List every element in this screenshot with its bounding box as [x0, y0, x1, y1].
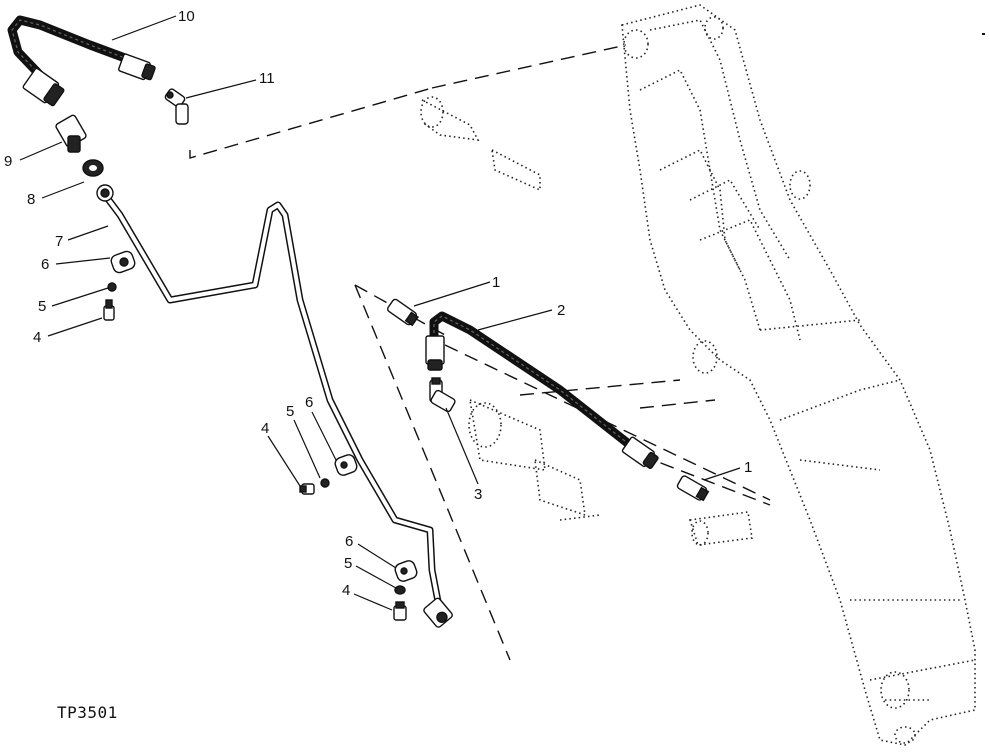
callout-11: 11	[259, 70, 275, 87]
adapter-fitting-9	[55, 114, 87, 153]
o-ring-8	[82, 159, 104, 177]
clamp-set-lower	[393, 560, 418, 621]
leader-lines	[19, 15, 741, 611]
callout-3: 3	[474, 486, 482, 503]
callout-7: 7	[55, 233, 63, 250]
steel-tube-7	[96, 184, 453, 628]
stray-mark	[982, 33, 985, 35]
callout-4-left: 4	[33, 329, 41, 346]
hydraulic-hose-10	[7, 15, 156, 107]
alignment-lines	[189, 44, 771, 661]
elbow-fitting-3	[429, 377, 456, 413]
callout-1-upper: 1	[492, 274, 500, 291]
figure-id: TP3501	[57, 703, 118, 722]
callout-5-lower: 5	[344, 555, 352, 572]
callout-6-middle: 6	[305, 394, 313, 411]
callout-6-left: 6	[41, 256, 49, 273]
callout-6-lower: 6	[345, 533, 353, 550]
cylinder-outline-upper	[420, 96, 541, 192]
boom-outline	[621, 4, 976, 746]
callout-10: 10	[178, 8, 195, 25]
callout-5-middle: 5	[286, 403, 294, 420]
callout-8: 8	[27, 191, 35, 208]
callout-4-middle: 4	[261, 420, 269, 437]
straight-fitting-1-upper	[386, 298, 419, 327]
cylinder-outline-lower	[468, 398, 753, 546]
clamp-set-middle	[299, 454, 358, 495]
clamp-set-left	[103, 250, 136, 321]
callout-4-lower: 4	[342, 582, 350, 599]
elbow-fitting-11	[164, 88, 189, 125]
callout-1-lower: 1	[744, 459, 752, 476]
callouts: 10 11 9 8 7 6 5 4 1 2 3 1 4 5 6 6 5 4	[4, 8, 752, 599]
callout-9: 9	[4, 153, 12, 170]
straight-fitting-1-lower	[676, 475, 710, 502]
callout-5-left: 5	[38, 298, 46, 315]
hydraulic-hose-2	[425, 311, 659, 469]
callout-2: 2	[557, 302, 565, 319]
